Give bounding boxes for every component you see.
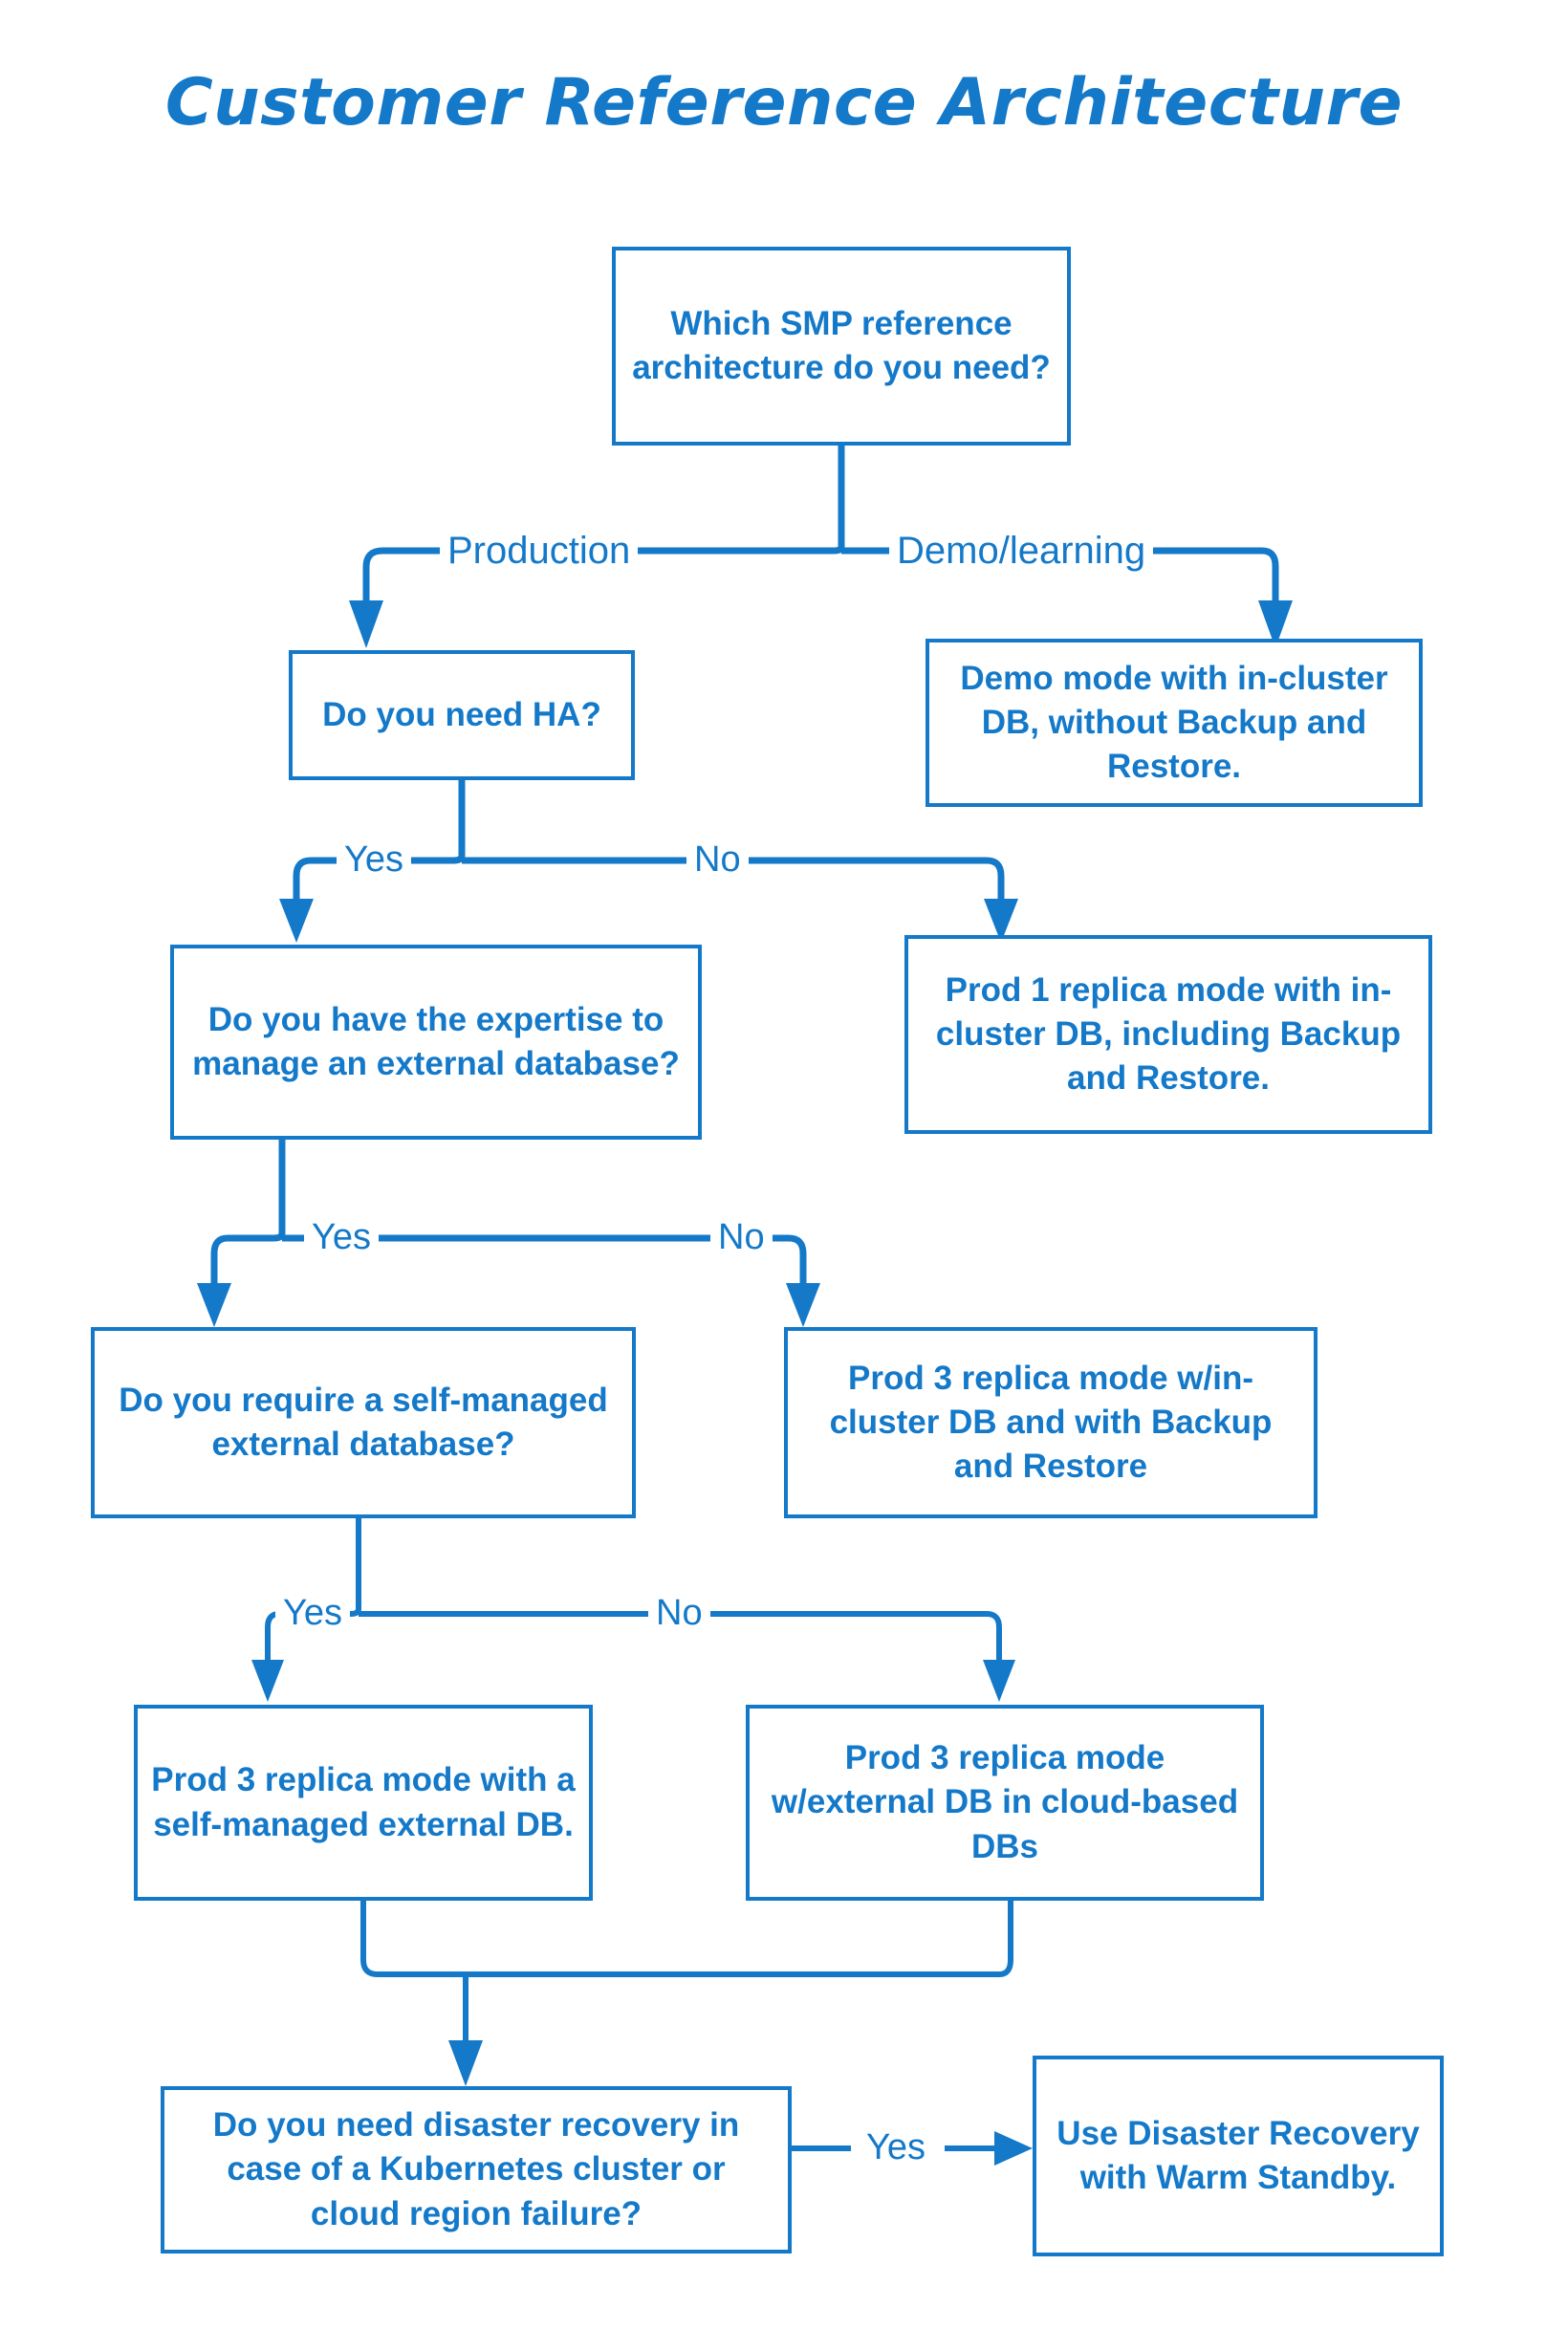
arrowhead-self-yes bbox=[251, 1660, 284, 1702]
node-need-disaster-recovery[interactable]: Do you need disaster recovery in case of… bbox=[161, 2086, 792, 2254]
arrowhead-dr-yes bbox=[994, 2131, 1033, 2166]
node-need-ha-label: Do you need HA? bbox=[322, 695, 601, 733]
node-prod3-cloud-db-label: Prod 3 replica mode w/external DB in clo… bbox=[771, 1739, 1239, 1865]
edge-label-expertise-no: No bbox=[710, 1219, 773, 1255]
edge-qexp-no bbox=[282, 1234, 807, 1289]
node-prod3-in-cluster[interactable]: Prod 3 replica mode w/in-cluster DB and … bbox=[784, 1327, 1318, 1518]
page-title: Customer Reference Architecture bbox=[164, 65, 1404, 141]
node-need-disaster-recovery-label: Do you need disaster recovery in case of… bbox=[212, 2106, 740, 2232]
edge-prod3-merge bbox=[360, 1901, 1013, 1977]
edge-label-ha-no: No bbox=[686, 841, 749, 878]
arrowhead-exp-no bbox=[786, 1283, 820, 1327]
node-expertise-external-db-label: Do you have the expertise to manage an e… bbox=[192, 1000, 680, 1082]
edge-label-ha-yes: Yes bbox=[337, 841, 411, 878]
edge-label-expertise-yes: Yes bbox=[304, 1219, 379, 1255]
node-prod1-replica-label: Prod 1 replica mode with in-cluster DB, … bbox=[935, 970, 1402, 1098]
node-which-architecture-label: Which SMP reference architecture do you … bbox=[632, 304, 1051, 386]
edge-qha-yes bbox=[293, 855, 466, 904]
edge-qexp-yes bbox=[210, 1232, 286, 1289]
node-require-self-managed-db[interactable]: Do you require a self-managed external d… bbox=[91, 1327, 636, 1518]
node-prod3-self-managed-db[interactable]: Prod 3 replica mode with a self-managed … bbox=[134, 1705, 593, 1901]
edge-label-demo-learning: Demo/learning bbox=[889, 532, 1154, 570]
edge-qwhich-demo bbox=[841, 547, 1279, 607]
edge-label-selfmanaged-yes: Yes bbox=[275, 1595, 350, 1631]
node-use-disaster-recovery[interactable]: Use Disaster Recovery with Warm Standby. bbox=[1033, 2056, 1444, 2256]
node-prod3-cloud-db[interactable]: Prod 3 replica mode w/external DB in clo… bbox=[746, 1705, 1264, 1901]
arrowhead-ha-no bbox=[984, 899, 1018, 943]
arrowheads-down bbox=[197, 600, 1293, 2086]
arrowhead-exp-yes bbox=[197, 1283, 231, 1327]
node-demo-mode[interactable]: Demo mode with in-cluster DB, without Ba… bbox=[926, 639, 1423, 807]
node-demo-mode-label: Demo mode with in-cluster DB, without Ba… bbox=[960, 659, 1388, 786]
edge-label-production: Production bbox=[440, 532, 639, 570]
node-expertise-external-db[interactable]: Do you have the expertise to manage an e… bbox=[170, 945, 702, 1140]
node-prod1-replica[interactable]: Prod 1 replica mode with in-cluster DB, … bbox=[904, 935, 1432, 1134]
arrowhead-dr bbox=[448, 2040, 483, 2086]
edge-qha-no bbox=[462, 857, 1005, 904]
node-require-self-managed-db-label: Do you require a self-managed external d… bbox=[119, 1381, 608, 1463]
edge-qself-no bbox=[359, 1611, 1002, 1666]
arrowhead-ha-yes bbox=[279, 899, 314, 943]
arrowhead-demo bbox=[1258, 600, 1293, 648]
node-which-architecture[interactable]: Which SMP reference architecture do you … bbox=[612, 247, 1071, 446]
edge-label-dr-yes: Yes bbox=[859, 2129, 933, 2166]
edge-label-selfmanaged-no: No bbox=[648, 1595, 710, 1631]
node-need-ha[interactable]: Do you need HA? bbox=[289, 650, 635, 780]
arrowhead-production bbox=[349, 600, 383, 648]
arrowhead-self-no bbox=[983, 1660, 1015, 1702]
node-prod3-in-cluster-label: Prod 3 replica mode w/in-cluster DB and … bbox=[829, 1359, 1273, 1486]
node-use-disaster-recovery-label: Use Disaster Recovery with Warm Standby. bbox=[1056, 2114, 1420, 2196]
node-prod3-self-managed-db-label: Prod 3 replica mode with a self-managed … bbox=[151, 1761, 576, 1843]
